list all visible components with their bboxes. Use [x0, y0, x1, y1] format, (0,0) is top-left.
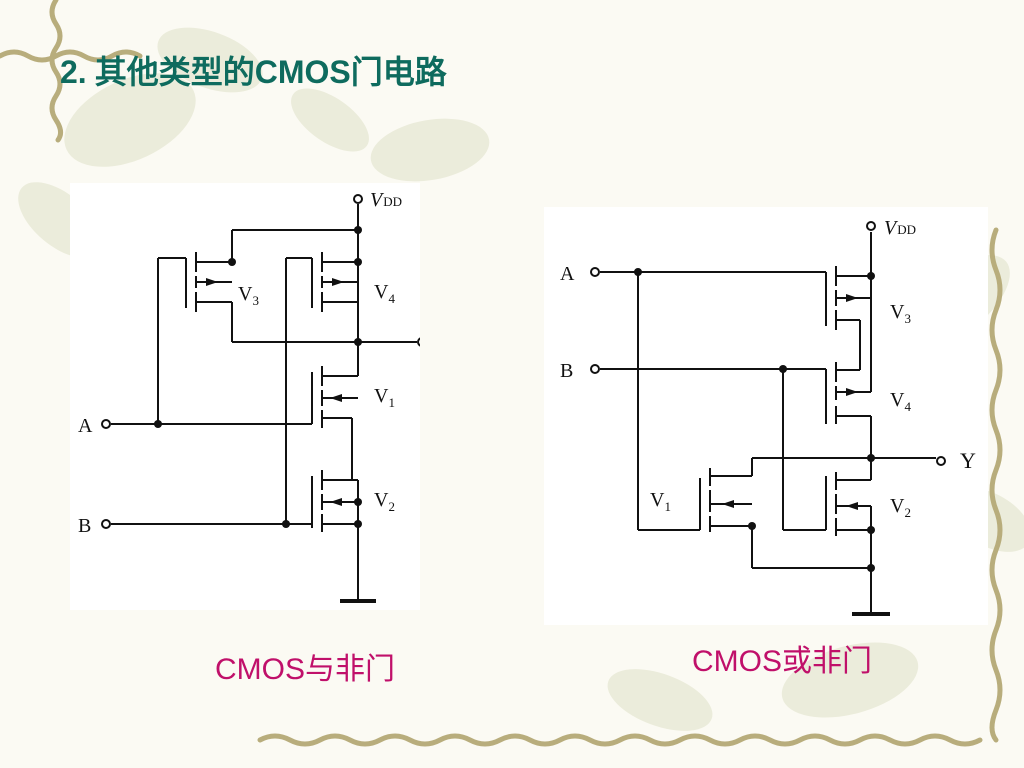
transistor-v3-label: V3	[238, 283, 259, 308]
title-prefix: 其他类型的	[94, 53, 255, 91]
transistor-v2-label: V2	[890, 495, 911, 520]
output-terminal	[936, 456, 946, 466]
nor-diagram-panel: VDD Y A B V3 V4 V1 V2	[544, 207, 988, 625]
nand-diagram-panel: VDD Y A B V3 V4 V1 V2	[70, 183, 446, 610]
nand-caption: CMOS与非门	[215, 653, 395, 686]
title-latin: CMOS	[254, 54, 351, 90]
vine-border-icon	[0, 0, 1003, 747]
vdd-terminal	[353, 194, 363, 204]
vdd-label: VDD	[884, 217, 916, 239]
nor-circuit-diagram: VDD Y A B V3 V4 V1 V2	[560, 217, 976, 616]
transistor-v2-label: V2	[374, 489, 395, 514]
slide-title: 2.其他类型的CMOS门电路	[60, 56, 447, 88]
nor-caption: CMOS或非门	[692, 645, 872, 678]
output-terminal	[417, 337, 427, 347]
input-a-label: A	[560, 263, 575, 285]
input-b-terminal	[101, 519, 111, 529]
leaf-pattern-icon	[18, 27, 1024, 731]
output-label: Y	[960, 448, 976, 473]
input-a-terminal	[101, 419, 111, 429]
input-a-label: A	[78, 415, 93, 437]
transistor-v4-label: V4	[374, 281, 395, 306]
nand-circuit-diagram: VDD Y A B V3 V4 V1 V2	[78, 189, 446, 603]
transistor-v1-label: V1	[650, 489, 671, 514]
input-b-label: B	[560, 360, 573, 382]
input-b-terminal	[590, 364, 600, 374]
input-a-terminal	[590, 267, 600, 277]
transistor-v3-label: V3	[890, 301, 911, 326]
vdd-terminal	[866, 221, 876, 231]
transistor-v4-label: V4	[890, 389, 911, 414]
transistor-v1-label: V1	[374, 385, 395, 410]
title-number: 2.	[60, 54, 87, 90]
input-b-label: B	[78, 515, 91, 537]
title-suffix: 门电路	[350, 53, 447, 91]
vdd-label: VDD	[370, 189, 402, 211]
